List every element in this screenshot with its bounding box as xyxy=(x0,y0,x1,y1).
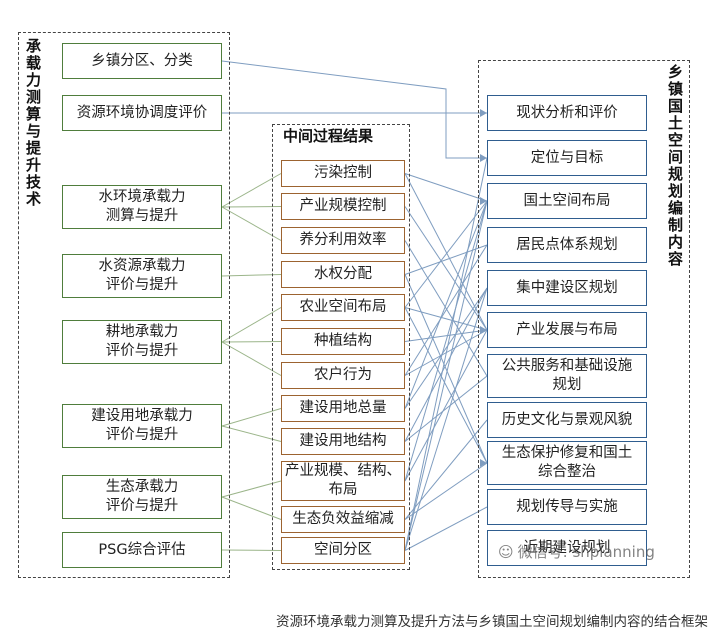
mid-item-11: 空间分区 xyxy=(281,537,405,564)
left-item-0: 乡镇分区、分类 xyxy=(62,43,222,79)
link-left-mid-4 xyxy=(221,307,282,343)
right-item-2: 国土空间布局 xyxy=(487,183,647,219)
left-item-5: 建设用地承载力 评价与提升 xyxy=(62,404,222,448)
link-mid-right-16 xyxy=(404,329,488,482)
link-mid-right-23 xyxy=(404,287,488,551)
mid-item-2: 养分利用效率 xyxy=(281,227,405,254)
link-left-mid-2 xyxy=(221,206,282,241)
right-item-3: 居民点体系规划 xyxy=(487,227,647,263)
link-left-mid-7 xyxy=(221,408,282,427)
right-item-9: 规划传导与实施 xyxy=(487,489,647,525)
link-mid-right-21 xyxy=(404,200,488,551)
watermark-text: 微信号: shplanning xyxy=(517,543,655,561)
mid-item-8: 建设用地结构 xyxy=(281,428,405,455)
mid-item-5: 种植结构 xyxy=(281,328,405,355)
watermark: ☺ 微信号: shplanning xyxy=(498,541,655,562)
link-mid-right-7 xyxy=(404,307,488,331)
link-mid-right-22 xyxy=(404,506,488,551)
link-mid-right-1 xyxy=(404,173,488,331)
link-left-mid-0 xyxy=(221,173,282,208)
link-left-mid-6 xyxy=(221,341,282,376)
left-item-7: PSG综合评估 xyxy=(62,532,222,568)
figure-caption: 资源环境承载力测算及提升方法与乡镇国土空间规划编制内容的结合框架 xyxy=(276,614,708,630)
arrow-right-item-5 xyxy=(480,326,487,334)
link-left-mid-1 xyxy=(221,206,282,208)
right-item-6: 公共服务和基础设施 规划 xyxy=(487,354,647,398)
left-item-4: 耕地承载力 评价与提升 xyxy=(62,320,222,364)
mid-item-0: 污染控制 xyxy=(281,160,405,187)
mid-item-4: 农业空间布局 xyxy=(281,294,405,321)
link-mid-right-2 xyxy=(404,206,488,331)
link-left-mid-9 xyxy=(221,480,282,498)
link-left-mid-10 xyxy=(221,496,282,520)
left-item-2: 水环境承载力 测算与提升 xyxy=(62,185,222,229)
right-item-5: 产业发展与布局 xyxy=(487,312,647,348)
link-mid-right-18 xyxy=(404,462,488,520)
link-mid-right-5 xyxy=(404,274,488,464)
mid-item-7: 建设用地总量 xyxy=(281,395,405,422)
right-group-frame xyxy=(478,60,690,578)
mid-item-10: 生态负效益缩减 xyxy=(281,506,405,533)
link-mid-right-17 xyxy=(404,200,488,482)
left-group-title: 承载力测算与提升技术 xyxy=(25,37,41,208)
right-item-4: 集中建设区规划 xyxy=(487,270,647,306)
arrow-right-item-2 xyxy=(480,197,487,205)
link-left-mid-3 xyxy=(221,274,282,277)
link-mid-right-12 xyxy=(404,200,488,409)
mid-item-3: 水权分配 xyxy=(281,261,405,288)
link-left0-right1 xyxy=(221,60,487,159)
right-item-7: 历史文化与景观风貌 xyxy=(487,402,647,438)
right-item-10: 近期建设规划 xyxy=(487,530,647,566)
left-item-3: 水资源承载力 评价与提升 xyxy=(62,254,222,298)
mid-item-6: 农户行为 xyxy=(281,362,405,389)
mid-group-title: 中间过程结果 xyxy=(283,127,374,145)
link-mid-right-14 xyxy=(404,287,488,442)
right-item-1: 定位与目标 xyxy=(487,140,647,176)
link-mid-right-19 xyxy=(404,419,488,520)
left-item-6: 生态承载力 评价与提升 xyxy=(62,475,222,519)
left-item-1: 资源环境协调度评价 xyxy=(62,95,222,131)
mid-item-9: 产业规模、结构、 布局 xyxy=(281,461,405,501)
left-group-frame xyxy=(18,32,230,578)
link-mid-right-11 xyxy=(404,244,488,376)
link-mid-right-13 xyxy=(404,287,488,409)
arrow-right-item-8 xyxy=(480,459,487,467)
wechat-icon: ☺ xyxy=(498,542,514,561)
right-group-title: 乡镇国土空间规划编制内容 xyxy=(667,63,683,268)
link-mid-right-3 xyxy=(404,240,488,377)
link-mid-right-0 xyxy=(404,173,488,202)
link-left-mid-11 xyxy=(221,549,282,551)
right-item-0: 现状分析和评价 xyxy=(487,95,647,131)
mid-group-frame xyxy=(272,124,410,570)
link-mid-right-4 xyxy=(404,244,488,275)
arrow-right-item-1 xyxy=(480,154,487,162)
link-mid-right-20 xyxy=(404,157,488,551)
link-left-mid-5 xyxy=(221,341,282,343)
arrow-right-item-0 xyxy=(480,109,487,117)
right-item-8: 生态保护修复和国土 综合整治 xyxy=(487,441,647,485)
link-mid-right-15 xyxy=(404,375,488,442)
link-left-mid-8 xyxy=(221,425,282,442)
link-mid-right-6 xyxy=(404,200,488,308)
mid-item-1: 产业规模控制 xyxy=(281,193,405,220)
